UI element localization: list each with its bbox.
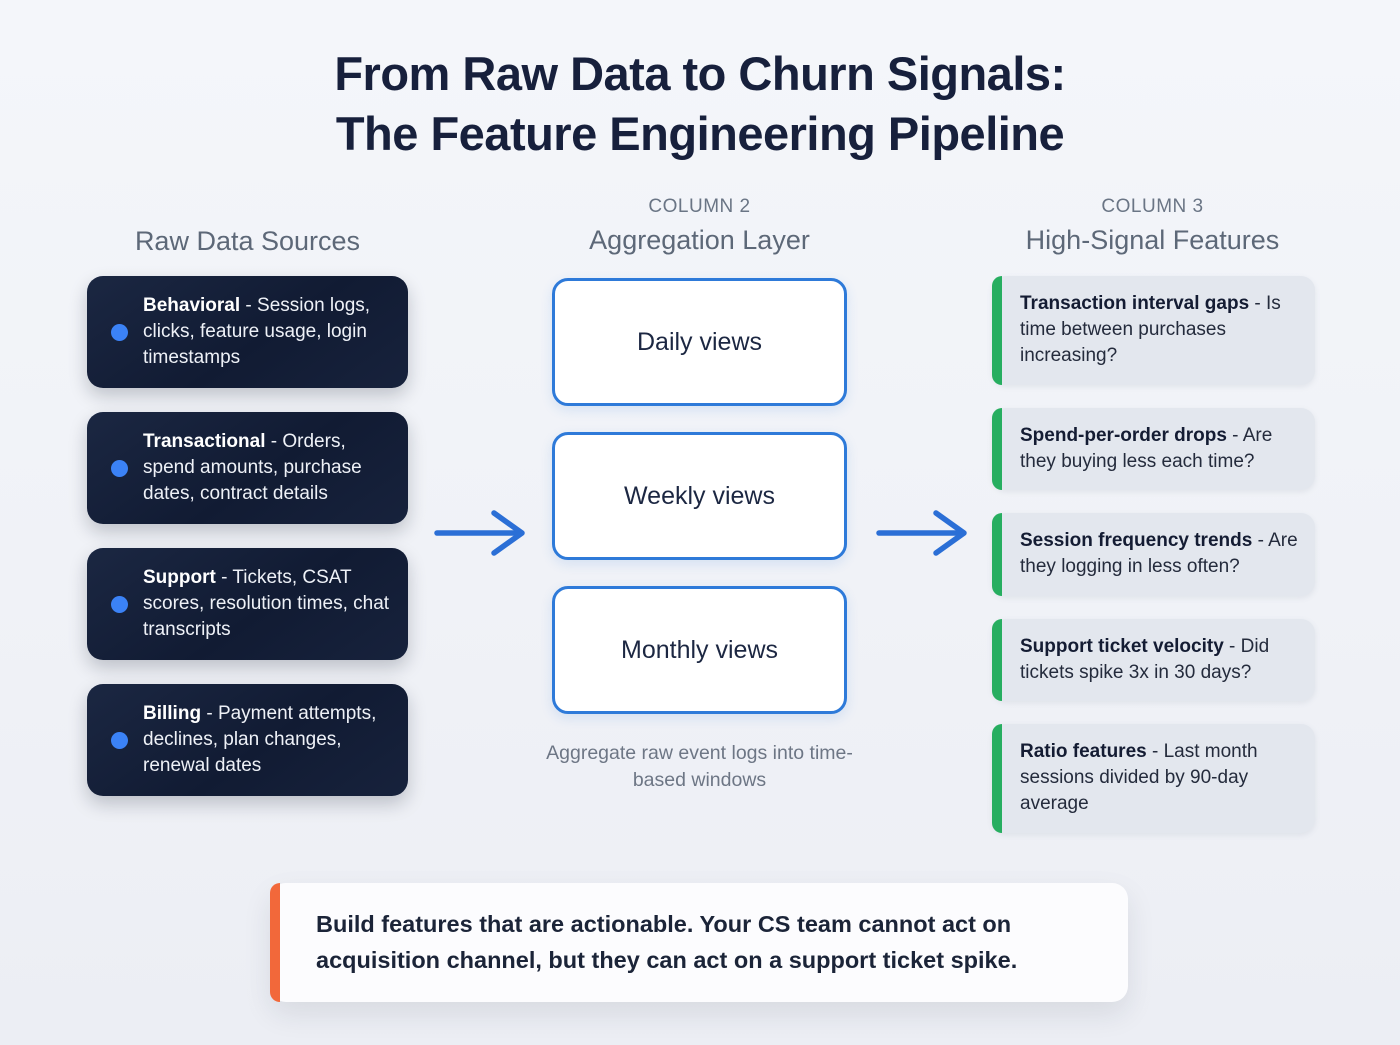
- flow-arrow-icon: [876, 510, 967, 556]
- source-card-label: Billing: [143, 702, 202, 724]
- bullet-dot-icon: [111, 459, 128, 477]
- green-accent-bar: [992, 513, 1002, 596]
- aggregation-box-monthly: Monthly views: [552, 586, 847, 714]
- feature-card-session-frequency-trends: Session frequency trends - Are they logg…: [992, 513, 1315, 596]
- source-card-desc: - Orders, spend amounts, purchase dates,…: [143, 430, 362, 505]
- raw-data-sources-column: Behavioral - Session logs, clicks, featu…: [87, 276, 408, 796]
- orange-accent-bar: [270, 883, 280, 1003]
- feature-card-transaction-interval-gaps: Transaction interval gaps - Is time betw…: [992, 276, 1315, 385]
- aggregation-layer-column: Daily views Weekly views Monthly views: [552, 278, 847, 714]
- page-title: From Raw Data to Churn Signals: The Feat…: [0, 44, 1400, 164]
- aggregation-box-label: Monthly views: [621, 635, 778, 664]
- column-eyebrow: COLUMN 2: [648, 196, 751, 217]
- source-card-support: Support - Tickets, CSAT scores, resoluti…: [87, 548, 408, 660]
- green-accent-bar: [992, 723, 1002, 833]
- flow-arrow-icon: [434, 510, 525, 556]
- high-signal-features-column: Transaction interval gaps - Is time betw…: [992, 276, 1315, 833]
- source-card-label: Transactional: [143, 430, 266, 452]
- feature-card-desc: - Are they buying less each time?: [1020, 424, 1273, 472]
- source-card-behavioral: Behavioral - Session logs, clicks, featu…: [87, 276, 408, 388]
- column-title: Aggregation Layer: [589, 225, 810, 255]
- page-title-line2: The Feature Engineering Pipeline: [335, 107, 1065, 161]
- source-card-text: Transactional - Orders, spend amounts, p…: [143, 429, 390, 508]
- green-accent-bar: [992, 618, 1002, 701]
- aggregation-box-weekly: Weekly views: [552, 432, 847, 560]
- feature-card-ratio-features: Ratio features - Last month sessions div…: [992, 723, 1315, 833]
- actionable-callout-note: Build features that are actionable. Your…: [270, 883, 1128, 1003]
- feature-card-desc: - Last month sessions divided by 90-day …: [1020, 740, 1258, 815]
- column-header-high-signal-features: COLUMN 3 High-Signal Features: [980, 196, 1325, 256]
- bullet-dot-icon: [111, 731, 128, 749]
- bullet-dot-icon: [111, 323, 128, 341]
- source-card-desc: - Payment attempts, declines, plan chang…: [143, 702, 377, 777]
- feature-card-desc: - Is time between purchases increasing?: [1020, 293, 1281, 367]
- aggregation-box-label: Daily views: [636, 327, 763, 356]
- source-card-text: Behavioral - Session logs, clicks, featu…: [143, 293, 390, 372]
- source-card-desc: - Tickets, CSAT scores, resolution times…: [143, 566, 390, 641]
- bullet-dot-icon: [111, 595, 128, 613]
- source-card-label: Behavioral: [143, 294, 241, 316]
- source-card-text: Support - Tickets, CSAT scores, resoluti…: [143, 565, 390, 644]
- column-header-raw-data-sources: Raw Data Sources: [87, 226, 408, 257]
- feature-card-support-ticket-velocity: Support ticket velocity - Did tickets sp…: [992, 618, 1315, 701]
- source-card-billing: Billing - Payment attempts, declines, pl…: [87, 684, 408, 796]
- aggregation-box-daily: Daily views: [552, 278, 847, 406]
- feature-card-label: Support ticket velocity: [1020, 635, 1224, 657]
- feature-card-label: Spend-per-order drops: [1020, 424, 1227, 446]
- aggregation-caption: Aggregate raw event logs into time-based…: [546, 742, 853, 791]
- feature-card-label: Ratio features: [1020, 740, 1147, 762]
- feature-card-desc: - Did tickets spike 3x in 30 days?: [1020, 635, 1270, 683]
- column-title: Raw Data Sources: [134, 226, 361, 256]
- column-eyebrow: COLUMN 3: [1101, 196, 1204, 217]
- source-card-desc: - Session logs, clicks, feature usage, l…: [143, 294, 371, 369]
- callout-note-text: Build features that are actionable. Your…: [316, 911, 1018, 973]
- green-accent-bar: [992, 407, 1002, 491]
- feature-card-label: Transaction interval gaps: [1020, 293, 1250, 314]
- source-card-text: Billing - Payment attempts, declines, pl…: [143, 701, 390, 780]
- page-title-line1: From Raw Data to Churn Signals:: [334, 47, 1066, 100]
- feature-card-label: Session frequency trends: [1020, 530, 1253, 552]
- feature-card-spend-per-order-drops: Spend-per-order drops - Are they buying …: [992, 407, 1315, 491]
- aggregation-box-label: Weekly views: [624, 481, 775, 510]
- feature-card-desc: - Are they logging in less often?: [1020, 530, 1298, 578]
- source-card-label: Support: [143, 566, 216, 588]
- column-header-aggregation-layer: COLUMN 2 Aggregation Layer: [527, 196, 872, 256]
- column-title: High-Signal Features: [1025, 225, 1280, 255]
- source-card-transactional: Transactional - Orders, spend amounts, p…: [87, 412, 408, 524]
- green-accent-bar: [992, 276, 1002, 385]
